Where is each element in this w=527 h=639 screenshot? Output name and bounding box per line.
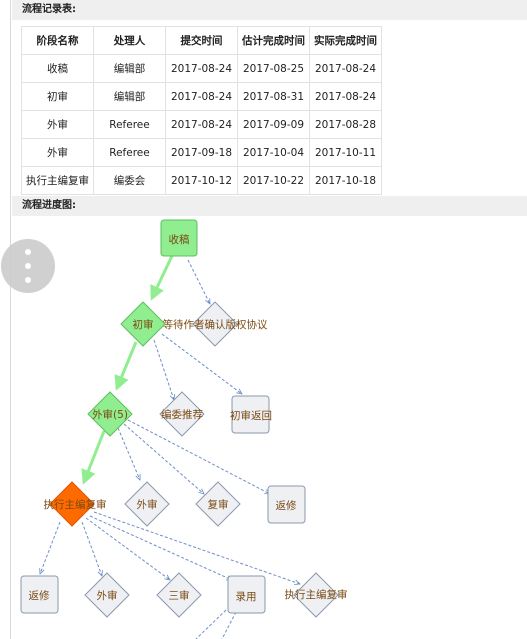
flow-node-zhixing-b[interactable]: 执行主编复审 (285, 572, 348, 618)
edge-completed (114, 341, 138, 391)
edge-pending (161, 333, 242, 394)
flow-section-title: 流程进度图: (12, 196, 527, 216)
cell-submit: 2017-09-18 (165, 138, 238, 167)
cell-handler: 编委会 (93, 166, 166, 195)
edge-pending (153, 339, 174, 400)
node-label: 编委推荐 (161, 408, 203, 421)
cell-submit: 2017-08-24 (165, 110, 238, 139)
node-label: 返修 (276, 499, 297, 512)
cell-stage: 执行主编复审 (21, 166, 94, 195)
flow-node-waishen-b[interactable]: 外审 (124, 481, 170, 527)
node-label: 三审 (169, 589, 190, 602)
edge-pending (195, 609, 227, 639)
cell-submit: 2017-08-24 (165, 54, 238, 83)
edge-pending (85, 517, 170, 580)
flow-node-fanxiu-b[interactable]: 返修 (20, 575, 59, 614)
cell-handler: Referee (93, 138, 166, 167)
flow-node-fanxiu-a[interactable]: 返修 (267, 485, 306, 524)
cell-handler: 编辑部 (93, 54, 166, 83)
node-label: 收稿 (169, 233, 190, 246)
flow-node-luyong[interactable]: 录用 (227, 575, 266, 614)
edge-pending (123, 423, 204, 494)
flow-node-zhixing-current[interactable]: 执行主编复审 (44, 481, 107, 527)
cell-handler: 编辑部 (93, 82, 166, 111)
table-row: 外审 Referee 2017-08-24 2017-09-09 2017-08… (21, 110, 382, 139)
flow-node-waishen5[interactable]: 外审(5) (87, 391, 133, 437)
node-label: 外审 (137, 498, 158, 511)
node-label: 初审返回 (230, 409, 272, 422)
cell-estimate: 2017-08-25 (237, 54, 310, 83)
edge-pending (117, 427, 140, 480)
flow-diagram: 收稿 等待作者确认版权协议 初审 外审(5) 编委推荐 初审返回 外审 复审 返… (20, 219, 348, 639)
table-row: 收稿 编辑部 2017-08-24 2017-08-25 2017-08-24 (21, 54, 382, 83)
node-label: 返修 (29, 589, 50, 602)
edge-pending (89, 515, 232, 581)
flow-node-waishen-c[interactable]: 外审 (84, 572, 130, 618)
cell-estimate: 2017-08-31 (237, 82, 310, 111)
node-label: 执行主编复审 (44, 498, 107, 511)
cell-stage: 外审 (21, 110, 94, 139)
cell-estimate: 2017-10-22 (237, 166, 310, 195)
cell-submit: 2017-08-24 (165, 82, 238, 111)
cell-estimate: 2017-09-09 (237, 110, 310, 139)
cell-estimate: 2017-10-04 (237, 138, 310, 167)
node-label: 外审 (97, 589, 118, 602)
floating-menu-handle[interactable] (1, 239, 55, 293)
cell-actual: 2017-10-11 (309, 138, 382, 167)
records-section-title: 流程记录表: (12, 0, 527, 20)
edge-pending (187, 259, 210, 304)
cell-actual: 2017-10-18 (309, 166, 382, 195)
flow-edges (40, 255, 300, 639)
flow-node-chushen-return[interactable]: 初审返回 (230, 395, 272, 434)
cell-actual: 2017-08-28 (309, 110, 382, 139)
edge-completed (150, 255, 174, 301)
node-label: 复审 (208, 498, 229, 511)
col-submit-time: 提交时间 (165, 26, 238, 55)
records-table: 阶段名称 处理人 提交时间 估计完成时间 实际完成时间 收稿 编辑部 2017-… (21, 26, 382, 195)
cell-stage: 收稿 (21, 54, 94, 83)
edge-completed (81, 430, 106, 485)
flow-node-chushen[interactable]: 初审 (120, 301, 166, 347)
col-handler: 处理人 (93, 26, 166, 55)
edge-pending (40, 521, 61, 574)
flow-node-sanshen[interactable]: 三审 (156, 572, 202, 618)
cell-handler: Referee (93, 110, 166, 139)
records-header-row: 阶段名称 处理人 提交时间 估计完成时间 实际完成时间 (21, 26, 382, 55)
cell-submit: 2017-10-12 (165, 166, 238, 195)
node-label: 外审(5) (92, 408, 128, 421)
flow-node-shougao[interactable]: 收稿 (160, 219, 198, 257)
table-row: 外审 Referee 2017-09-18 2017-10-04 2017-10… (21, 138, 382, 167)
node-label: 等待作者确认版权协议 (163, 318, 268, 331)
flow-node-waiting-copyright[interactable]: 等待作者确认版权协议 (163, 301, 268, 347)
cell-actual: 2017-08-24 (309, 82, 382, 111)
cell-stage: 初审 (21, 82, 94, 111)
table-row: 执行主编复审 编委会 2017-10-12 2017-10-22 2017-10… (21, 166, 382, 195)
edge-pending (93, 511, 300, 584)
edge-pending (81, 521, 102, 576)
flow-node-fushen[interactable]: 复审 (195, 481, 241, 527)
cell-stage: 外审 (21, 138, 94, 167)
flow-node-bianwei[interactable]: 编委推荐 (159, 391, 205, 437)
col-stage-name: 阶段名称 (21, 26, 94, 55)
col-actual-time: 实际完成时间 (309, 26, 382, 55)
node-label: 初审 (133, 318, 154, 331)
node-label: 录用 (236, 591, 257, 603)
cell-actual: 2017-08-24 (309, 54, 382, 83)
node-label: 执行主编复审 (285, 588, 348, 601)
table-row: 初审 编辑部 2017-08-24 2017-08-31 2017-08-24 (21, 82, 382, 111)
left-border (10, 0, 11, 639)
edge-pending (127, 419, 270, 494)
col-estimated-time: 估计完成时间 (237, 26, 310, 55)
edge-pending (221, 611, 237, 639)
